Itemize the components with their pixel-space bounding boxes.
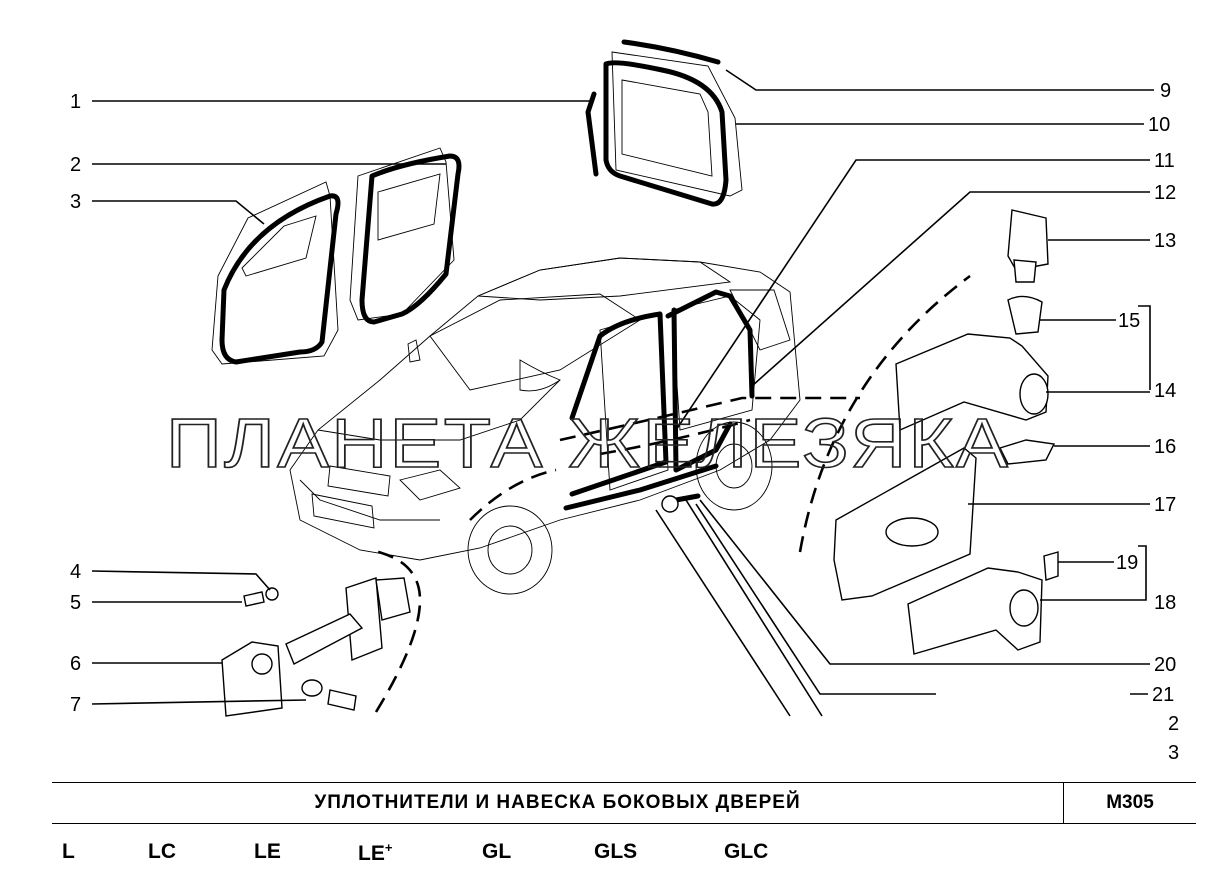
trim-glc: GLC	[724, 840, 769, 863]
callout-19: 19	[1116, 552, 1138, 574]
trim-lc: LC	[148, 840, 176, 863]
trim-levels-row: L LC LE LE+ GL GLS GLC	[0, 840, 1215, 876]
rear-door-seal-group	[585, 39, 743, 207]
callout-16: 16	[1154, 436, 1176, 458]
callout-11: 11	[1154, 150, 1175, 172]
callout-18: 18	[1154, 592, 1176, 614]
callout-4: 4	[70, 561, 81, 583]
trim-gls: GLS	[594, 840, 638, 863]
trim-gl: GL	[482, 840, 512, 863]
callout-17: 17	[1154, 494, 1176, 516]
section-code: М305	[1064, 782, 1196, 824]
trim-l: L	[62, 840, 75, 863]
callout-6: 6	[70, 653, 81, 675]
trim-le-plus-mark: +	[384, 840, 393, 855]
callout-7: 7	[70, 694, 81, 716]
parts-diagram: ПЛАНЕТА ЖЕЛЕЗЯКА 1 2 3 4 5 6 7 9 10 11 1…	[70, 39, 1179, 764]
watermark-text: ПЛАНЕТА ЖЕЛЕЗЯКА	[166, 404, 1010, 482]
callout-numbers: 1 2 3 4 5 6 7 9 10 11 12 13 15 14 16 17 …	[70, 80, 1179, 764]
callout-10: 10	[1148, 114, 1170, 136]
callout-2: 2	[70, 154, 81, 176]
trim-le-plus-label: LE	[358, 842, 385, 865]
callout-23-partial: 3	[1168, 742, 1179, 764]
callout-21: 21	[1152, 684, 1174, 706]
door-check-assembly	[221, 577, 411, 717]
callout-20: 20	[1154, 654, 1176, 676]
trim-le-plus: LE+	[358, 840, 392, 866]
trim-le: LE	[254, 840, 281, 863]
callout-14: 14	[1154, 380, 1176, 402]
vehicle-body	[289, 257, 971, 713]
callout-15: 15	[1118, 310, 1140, 332]
callout-12: 12	[1154, 182, 1176, 204]
callout-22-partial: 2	[1168, 713, 1179, 735]
hinge-assembly	[661, 209, 1059, 655]
callout-1: 1	[70, 91, 81, 113]
callout-3: 3	[70, 191, 81, 213]
front-door-seal-group	[211, 147, 462, 365]
callout-9: 9	[1160, 80, 1171, 102]
callout-5: 5	[70, 592, 81, 614]
leader-lines	[91, 69, 1154, 717]
section-title: УПЛОТНИТЕЛИ И НАВЕСКА БОКОВЫХ ДВЕРЕЙ	[52, 782, 1064, 824]
callout-13: 13	[1154, 230, 1176, 252]
